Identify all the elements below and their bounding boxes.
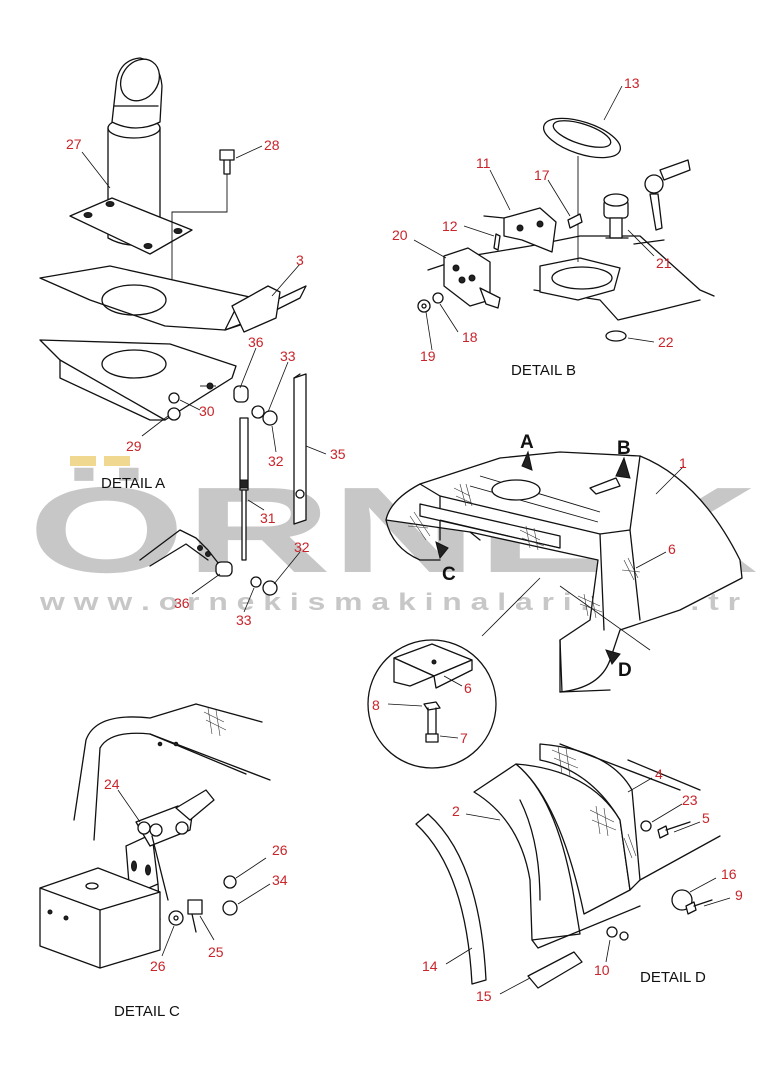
callout-32-lower: 32 bbox=[294, 539, 310, 555]
watermark-accent bbox=[70, 456, 96, 466]
detail-b-drawing bbox=[413, 85, 715, 351]
callout-33-upper: 33 bbox=[280, 348, 296, 364]
callout-30: 30 bbox=[199, 403, 215, 419]
callout-29: 29 bbox=[126, 438, 142, 454]
detail-c-drawing bbox=[39, 703, 271, 969]
callout-12: 12 bbox=[442, 218, 458, 234]
callout-28: 28 bbox=[264, 137, 280, 153]
callout-26-upper: 26 bbox=[272, 842, 288, 858]
detail-b-title: DETAIL B bbox=[511, 362, 576, 379]
view-label-d: D bbox=[618, 660, 632, 681]
main-hood-drawing bbox=[385, 450, 743, 693]
callout-19: 19 bbox=[420, 348, 436, 364]
callout-15: 15 bbox=[476, 988, 492, 1004]
view-label-c: C bbox=[442, 564, 456, 585]
callout-22: 22 bbox=[658, 334, 674, 350]
callout-2: 2 bbox=[452, 803, 460, 819]
callout-10: 10 bbox=[594, 962, 610, 978]
callout-13: 13 bbox=[624, 75, 640, 91]
callout-24: 24 bbox=[104, 776, 120, 792]
callout-1: 1 bbox=[679, 455, 687, 471]
callout-5: 5 bbox=[702, 810, 710, 826]
callout-6-hood: 6 bbox=[668, 541, 676, 557]
callout-32-upper: 32 bbox=[268, 453, 284, 469]
callout-35: 35 bbox=[330, 446, 346, 462]
view-label-b: B bbox=[617, 438, 631, 459]
callout-26-lower: 26 bbox=[150, 958, 166, 974]
watermark-accent bbox=[104, 456, 130, 466]
callout-9: 9 bbox=[735, 887, 743, 903]
detail-c-title: DETAIL C bbox=[114, 1003, 180, 1020]
callout-31: 31 bbox=[260, 510, 276, 526]
callout-36-lower: 36 bbox=[174, 595, 190, 611]
callout-33-lower: 33 bbox=[236, 612, 252, 628]
callout-14: 14 bbox=[422, 958, 438, 974]
callout-36-upper: 36 bbox=[248, 334, 264, 350]
callout-20: 20 bbox=[392, 227, 408, 243]
callout-8: 8 bbox=[372, 697, 380, 713]
callout-27: 27 bbox=[66, 136, 82, 152]
callout-11: 11 bbox=[476, 155, 491, 171]
callout-23: 23 bbox=[682, 792, 698, 808]
detail-zoom-circle bbox=[367, 639, 497, 769]
detail-a-drawing bbox=[39, 57, 327, 613]
callout-4: 4 bbox=[655, 766, 663, 782]
callout-34: 34 bbox=[272, 872, 288, 888]
detail-d-drawing bbox=[415, 743, 731, 995]
detail-titles: DETAIL A DETAIL B DETAIL C DETAIL D A B … bbox=[101, 362, 706, 1020]
callout-18: 18 bbox=[462, 329, 478, 345]
callout-3: 3 bbox=[296, 252, 304, 268]
view-label-a: A bbox=[520, 432, 534, 453]
part-number-callouts: 27 28 3 36 33 30 29 32 35 31 32 36 33 13… bbox=[66, 75, 743, 1004]
detail-d-title: DETAIL D bbox=[640, 969, 706, 986]
callout-6-zoom: 6 bbox=[464, 680, 472, 696]
callout-16: 16 bbox=[721, 866, 737, 882]
callout-7: 7 bbox=[460, 730, 468, 746]
callout-25: 25 bbox=[208, 944, 224, 960]
callout-17: 17 bbox=[534, 167, 550, 183]
detail-a-title: DETAIL A bbox=[101, 475, 165, 492]
callout-21: 21 bbox=[656, 255, 672, 271]
